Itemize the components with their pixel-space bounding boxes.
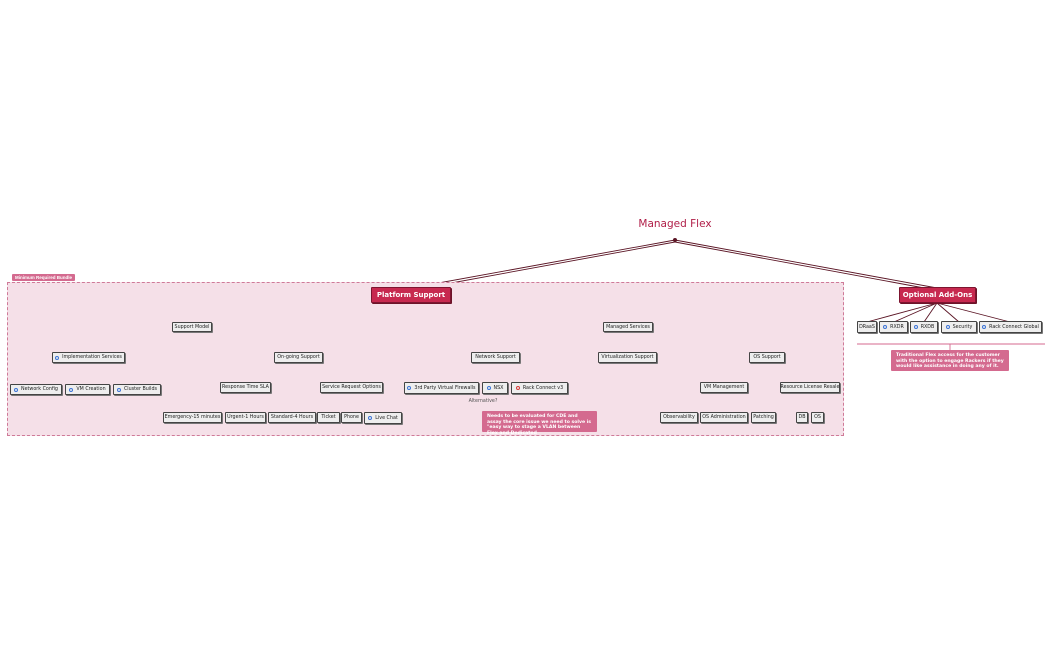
rack-connect-v3-node[interactable]: Rack Connect v3 bbox=[511, 382, 568, 394]
link-icon bbox=[69, 387, 74, 392]
root-title: Managed Flex bbox=[638, 218, 712, 230]
os-label: OS bbox=[814, 415, 821, 420]
ticket-node[interactable]: Ticket bbox=[317, 412, 340, 423]
alternative-label-node: Alternative? bbox=[466, 397, 500, 406]
os-support-label: OS Support bbox=[753, 355, 781, 360]
connector-addons-rcg bbox=[936, 302, 1011, 323]
link-icon bbox=[982, 325, 987, 329]
standard-node[interactable]: Standard-4 Hours bbox=[268, 412, 316, 423]
link-icon bbox=[14, 387, 19, 392]
support-model-label: Support Model bbox=[174, 324, 210, 330]
platform-support-node[interactable]: Platform Support bbox=[371, 287, 451, 303]
region-label: Minimum Required Bundle bbox=[12, 274, 76, 281]
resource-license-resale-label: Resource License Resale bbox=[780, 385, 840, 390]
support-model-node[interactable]: Support Model bbox=[172, 322, 212, 332]
minimum-bundle-region bbox=[7, 282, 844, 436]
link-icon bbox=[883, 325, 888, 329]
patching-label: Patching bbox=[753, 415, 774, 420]
service-request-options-label: Service Request Options bbox=[322, 385, 381, 390]
live-chat-node[interactable]: Live Chat bbox=[364, 412, 402, 424]
response-time-sla-label: Response Time SLA bbox=[222, 385, 269, 390]
connector-addons-draas bbox=[866, 302, 938, 323]
security-node[interactable]: Security bbox=[941, 321, 977, 333]
emergency-node[interactable]: Emergency-15 minutes bbox=[163, 412, 222, 423]
connector-root-addons-2 bbox=[674, 241, 936, 291]
resource-license-resale-node[interactable]: Resource License Resale bbox=[780, 382, 840, 393]
live-chat-label: Live Chat bbox=[375, 415, 398, 421]
third-party-firewalls-label: 3rd Party Virtual Firewalls bbox=[414, 385, 476, 391]
rack-connect-global-label: Rack Connect Global bbox=[989, 324, 1039, 330]
addons-note: Traditional Flex access for the customer… bbox=[891, 350, 1009, 371]
connector-addons-security bbox=[936, 302, 960, 323]
standard-label: Standard-4 Hours bbox=[270, 415, 314, 420]
alternative-label: Alternative? bbox=[468, 399, 498, 404]
urgent-label: Urgent-1 Hours bbox=[227, 415, 264, 420]
link-icon bbox=[945, 325, 950, 329]
link-icon bbox=[407, 386, 412, 390]
platform-support-label: Platform Support bbox=[376, 291, 446, 299]
rxdr-label: RXDR bbox=[890, 324, 904, 330]
vm-creation-label: VM Creation bbox=[76, 387, 106, 392]
connector-root-addons bbox=[674, 239, 938, 289]
root-dot bbox=[673, 238, 677, 242]
managed-services-label: Managed Services bbox=[606, 324, 650, 330]
connector-addons-rxdr bbox=[893, 302, 938, 323]
optional-addons-label: Optional Add-Ons bbox=[902, 291, 973, 299]
rack-connect-global-node[interactable]: Rack Connect Global bbox=[979, 321, 1042, 333]
cluster-builds-node[interactable]: Cluster Builds bbox=[113, 384, 161, 395]
db-node[interactable]: DB bbox=[796, 412, 808, 423]
virtualization-support-label: Virtualization Support bbox=[601, 355, 654, 360]
cluster-builds-label: Cluster Builds bbox=[123, 387, 158, 392]
third-party-firewalls-node[interactable]: 3rd Party Virtual Firewalls bbox=[404, 382, 479, 394]
link-icon bbox=[515, 386, 520, 390]
security-label: Security bbox=[952, 324, 973, 330]
emergency-label: Emergency-15 minutes bbox=[164, 415, 221, 420]
network-config-label: Network Config bbox=[21, 387, 58, 392]
draas-node[interactable]: DRaaS bbox=[857, 321, 877, 333]
patching-node[interactable]: Patching bbox=[751, 412, 776, 423]
nsx-label: NSX bbox=[493, 385, 504, 391]
os-support-node[interactable]: OS Support bbox=[749, 352, 785, 363]
phone-label: Phone bbox=[344, 415, 359, 420]
phone-node[interactable]: Phone bbox=[341, 412, 362, 423]
response-time-sla-node[interactable]: Response Time SLA bbox=[220, 382, 271, 393]
implementation-services-label: Implementation Services bbox=[62, 355, 122, 360]
network-support-node[interactable]: Network Support bbox=[471, 352, 520, 363]
link-icon bbox=[913, 325, 918, 329]
ongoing-support-node[interactable]: On-going Support bbox=[274, 352, 323, 363]
vm-management-node[interactable]: VM Management bbox=[700, 382, 748, 393]
nsx-node[interactable]: NSX bbox=[482, 382, 508, 394]
link-icon bbox=[368, 416, 373, 420]
rack-connect-v3-label: Rack Connect v3 bbox=[522, 385, 564, 391]
virtualization-support-node[interactable]: Virtualization Support bbox=[598, 352, 657, 363]
urgent-node[interactable]: Urgent-1 Hours bbox=[225, 412, 266, 423]
db-label: DB bbox=[798, 415, 806, 420]
rxdr-node[interactable]: RXDR bbox=[879, 321, 908, 333]
link-icon bbox=[486, 386, 491, 390]
link-icon bbox=[116, 387, 121, 392]
connector-root-platform bbox=[410, 239, 676, 289]
link-icon bbox=[55, 355, 60, 360]
vm-management-label: VM Management bbox=[703, 385, 745, 390]
observability-node[interactable]: Observability bbox=[660, 412, 698, 423]
os-administration-node[interactable]: OS Administration bbox=[700, 412, 748, 423]
ticket-label: Ticket bbox=[321, 415, 336, 420]
os-node[interactable]: OS bbox=[811, 412, 824, 423]
observability-label: Observability bbox=[663, 415, 695, 420]
network-config-node[interactable]: Network Config bbox=[10, 384, 62, 395]
rxdb-node[interactable]: RXDB bbox=[910, 321, 938, 333]
vm-creation-node[interactable]: VM Creation bbox=[65, 384, 110, 395]
ongoing-support-label: On-going Support bbox=[277, 355, 320, 360]
network-support-label: Network Support bbox=[475, 355, 516, 360]
optional-addons-node[interactable]: Optional Add-Ons bbox=[899, 287, 976, 303]
draas-label: DRaaS bbox=[859, 324, 875, 330]
os-administration-label: OS Administration bbox=[702, 415, 746, 420]
managed-services-node[interactable]: Managed Services bbox=[603, 322, 653, 332]
service-request-options-node[interactable]: Service Request Options bbox=[320, 382, 383, 393]
connector-addons-rxdb bbox=[923, 302, 938, 323]
implementation-services-node[interactable]: Implementation Services bbox=[52, 352, 125, 363]
rxdb-label: RXDB bbox=[920, 324, 935, 330]
rackconnect-note: Needs to be evaluated for CDE and assay … bbox=[482, 411, 597, 436]
